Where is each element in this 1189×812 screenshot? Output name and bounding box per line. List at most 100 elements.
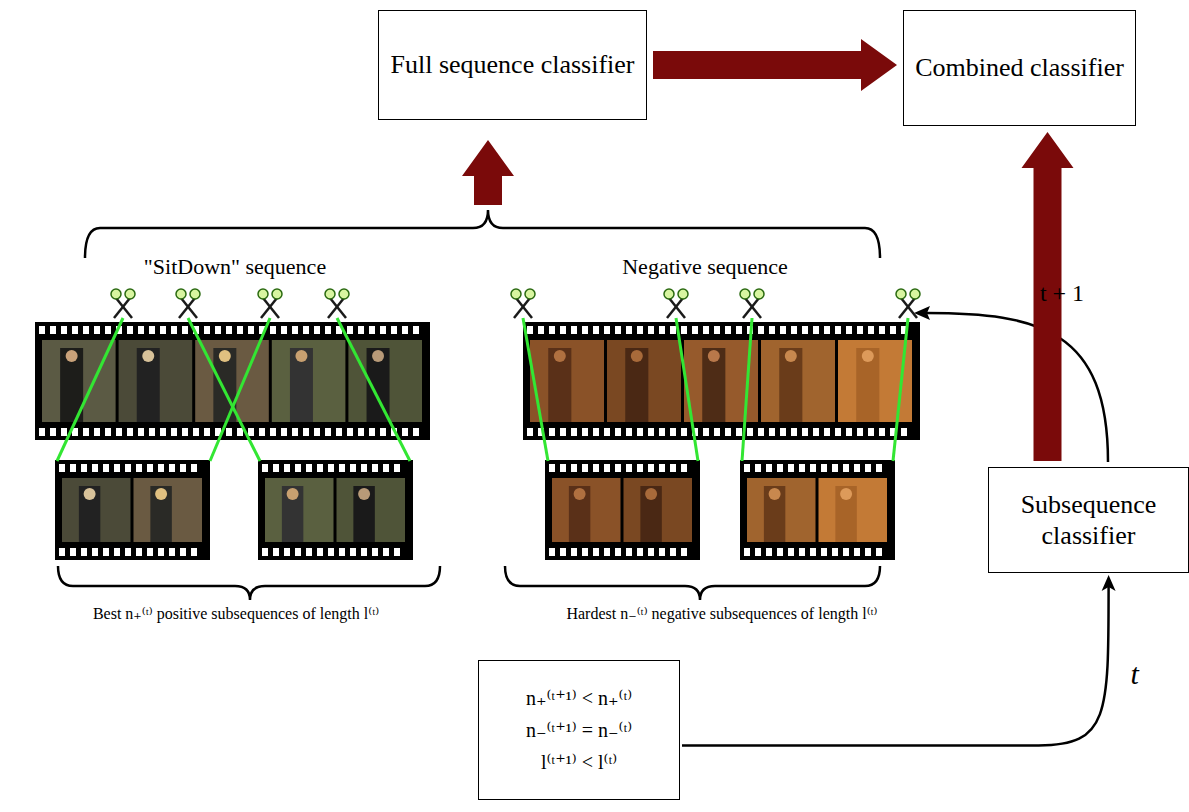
sprocket-hole	[325, 428, 331, 436]
sprocket-hole	[681, 548, 687, 556]
sprocket-hole	[637, 464, 643, 472]
sprocket-hole	[714, 428, 720, 436]
sprocket-hole	[306, 464, 312, 472]
sprocket-hole	[538, 326, 544, 334]
sprocket-hole	[791, 326, 797, 334]
sprocket-hole	[81, 464, 87, 472]
sprocket-hole	[169, 464, 175, 472]
frame-figure	[155, 488, 167, 500]
sprocket-hole	[328, 464, 334, 472]
frame-figure	[84, 488, 96, 500]
sprocket-hole	[336, 428, 342, 436]
sprocket-hole	[372, 548, 378, 556]
sprocket-hole	[138, 326, 144, 334]
sprocket-hole	[39, 428, 45, 436]
sprocket-hole	[571, 326, 577, 334]
sprocket-hole	[780, 428, 786, 436]
frame-figure	[282, 486, 303, 542]
scissor-handle	[525, 289, 535, 299]
film-frame	[530, 340, 604, 422]
sprocket-hole	[347, 428, 353, 436]
sprocket-hole	[604, 326, 610, 334]
sprocket-hole	[83, 428, 89, 436]
sprocket-hole	[303, 326, 309, 334]
sprocket-hole	[215, 326, 221, 334]
sprocket-hole	[402, 326, 408, 334]
sprocket-hole	[648, 428, 654, 436]
sprocket-hole	[169, 548, 175, 556]
sprocket-hole	[237, 326, 243, 334]
sprocket-hole	[810, 464, 816, 472]
sprocket-hole	[703, 428, 709, 436]
sprocket-hole	[901, 428, 907, 436]
scissors-icon	[664, 289, 688, 318]
sprocket-hole	[857, 326, 863, 334]
frame-figure	[835, 486, 856, 542]
scissor-handle	[190, 289, 200, 299]
film-frame	[747, 478, 816, 542]
scissor-blade	[514, 298, 530, 318]
sprocket-hole	[791, 428, 797, 436]
sprocket-hole	[821, 548, 827, 556]
sprocket-hole	[571, 548, 577, 556]
frame-figure	[287, 488, 299, 500]
sprocket-hole	[281, 428, 287, 436]
film-frame	[624, 478, 693, 542]
sprocket-hole	[70, 548, 76, 556]
sprocket-hole	[350, 464, 356, 472]
scissor-handle	[896, 289, 906, 299]
curly-brace	[85, 210, 880, 258]
sprocket-hole	[59, 548, 65, 556]
negative-film	[523, 322, 920, 440]
frame-figure	[574, 488, 586, 500]
negative-subsequence-film	[740, 460, 895, 560]
sprocket-hole	[769, 428, 775, 436]
film-frame	[819, 478, 888, 542]
sprocket-hole	[94, 428, 100, 436]
sprocket-hole	[59, 464, 65, 472]
frame-figure	[150, 486, 171, 542]
sprocket-hole	[876, 548, 882, 556]
sprocket-hole	[799, 464, 805, 472]
block-arrow	[462, 140, 514, 205]
cut-line	[210, 318, 270, 461]
connector	[682, 575, 1116, 745]
frame-figure	[856, 348, 879, 422]
loop-arrow	[926, 313, 1108, 462]
classifier-box: Combined classifier	[903, 10, 1136, 126]
sprocket-hole	[626, 548, 632, 556]
sprocket-hole	[358, 326, 364, 334]
sprocket-hole	[832, 548, 838, 556]
sprocket-hole	[180, 464, 186, 472]
sprocket-hole	[799, 548, 805, 556]
frame-figure	[769, 488, 781, 500]
sprocket-hole	[92, 548, 98, 556]
sprocket-hole	[402, 428, 408, 436]
frame-figure	[708, 350, 720, 362]
film-frame	[607, 340, 681, 422]
sprocket-hole	[317, 548, 323, 556]
classifier-box: Full sequence classifier	[378, 10, 647, 120]
sprocket-hole	[890, 326, 896, 334]
sprocket-hole	[876, 464, 882, 472]
sprocket-hole	[383, 464, 389, 472]
cut-line	[676, 318, 698, 461]
film-frame	[272, 340, 346, 422]
cut-line	[742, 318, 752, 461]
frame-figure	[548, 348, 571, 422]
sprocket-hole	[527, 428, 533, 436]
sprocket-hole	[83, 326, 89, 334]
sprocket-hole	[549, 548, 555, 556]
sprocket-hole	[191, 548, 197, 556]
sprocket-hole	[339, 548, 345, 556]
sprocket-hole	[127, 428, 133, 436]
sprocket-hole	[604, 464, 610, 472]
box-label: Subsequence classifier	[999, 489, 1178, 551]
positive-subsequence-film	[55, 460, 210, 560]
sprocket-hole	[136, 548, 142, 556]
sprocket-hole	[714, 326, 720, 334]
sprocket-hole	[681, 326, 687, 334]
sprocket-hole	[659, 428, 665, 436]
sprocket-hole	[413, 326, 419, 334]
formula: l⁽ᵗ⁺¹⁾ < l⁽ᵗ⁾	[541, 746, 617, 778]
